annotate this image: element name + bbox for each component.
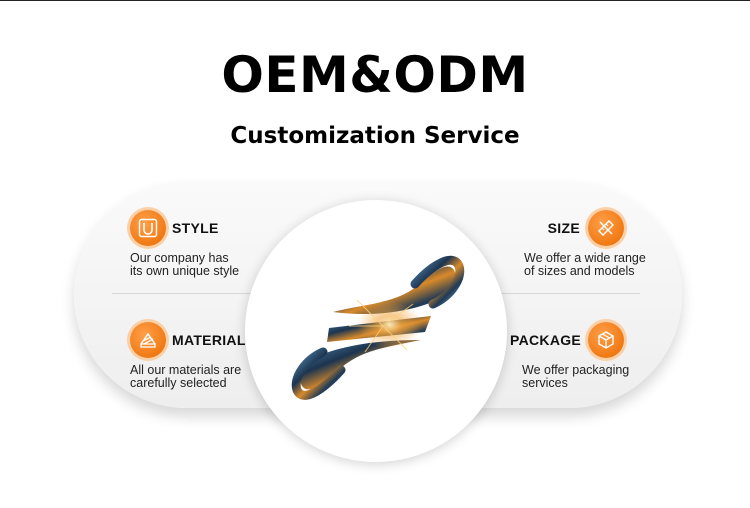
feature-material-title: MATERIAL (172, 332, 246, 348)
right-divider (496, 293, 640, 294)
left-divider (112, 293, 262, 294)
feature-style-title: STYLE (172, 220, 219, 236)
feature-style-description: Our company has its own unique style (130, 251, 240, 278)
top-border-line (0, 0, 750, 1)
center-logo-circle (245, 200, 507, 462)
page-title: OEM&ODM (221, 46, 529, 104)
feature-material-description: All our materials are carefully selected (130, 363, 242, 390)
feature-package-description: We offer packaging services (522, 363, 630, 390)
u-shape-icon (130, 210, 166, 246)
box-icon (588, 322, 624, 358)
page-subtitle: Customization Service (230, 123, 520, 149)
logo-metal-fabrication-photo (291, 255, 465, 400)
materials-icon (130, 322, 166, 358)
feature-size-title: SIZE (547, 220, 580, 236)
ruler-pencil-icon (588, 210, 624, 246)
feature-package-title: PACKAGE (510, 332, 582, 348)
feature-size-description: We offer a wide range of sizes and model… (524, 251, 646, 278)
